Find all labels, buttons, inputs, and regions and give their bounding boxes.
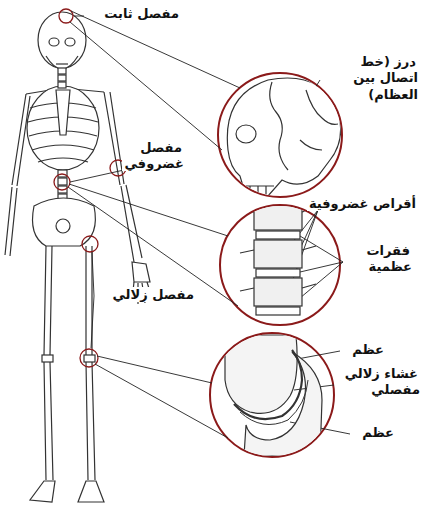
label-text: مفصل غضروفي xyxy=(122,140,184,171)
part-label: درز (خط اتصال بين العظام) xyxy=(318,54,418,103)
part-label: عظم xyxy=(342,342,386,358)
part-label: مفصل ثابت xyxy=(86,6,181,22)
label-text: مفصل زلالي xyxy=(110,287,196,302)
part-label: فقرات عظمية xyxy=(346,243,412,276)
part-label: مفصل غضروفي xyxy=(126,140,184,173)
part-label: عظم xyxy=(352,425,396,441)
label-text: أقراص غضروفية xyxy=(307,196,418,211)
label-text: درز (خط اتصال بين العظام) xyxy=(353,54,418,102)
label-text: عظم xyxy=(360,425,396,440)
part-label: غشاء زلالي مفصلي xyxy=(334,366,420,399)
label-text: مفصل ثابت xyxy=(102,6,181,21)
label-text: عظم xyxy=(350,342,386,357)
label-text: فقرات عظمية xyxy=(367,243,412,274)
part-label: أقراص غضروفية xyxy=(306,196,418,212)
label-text: غشاء زلالي مفصلي xyxy=(345,366,420,397)
part-label: مفصل زلالي xyxy=(96,287,196,303)
